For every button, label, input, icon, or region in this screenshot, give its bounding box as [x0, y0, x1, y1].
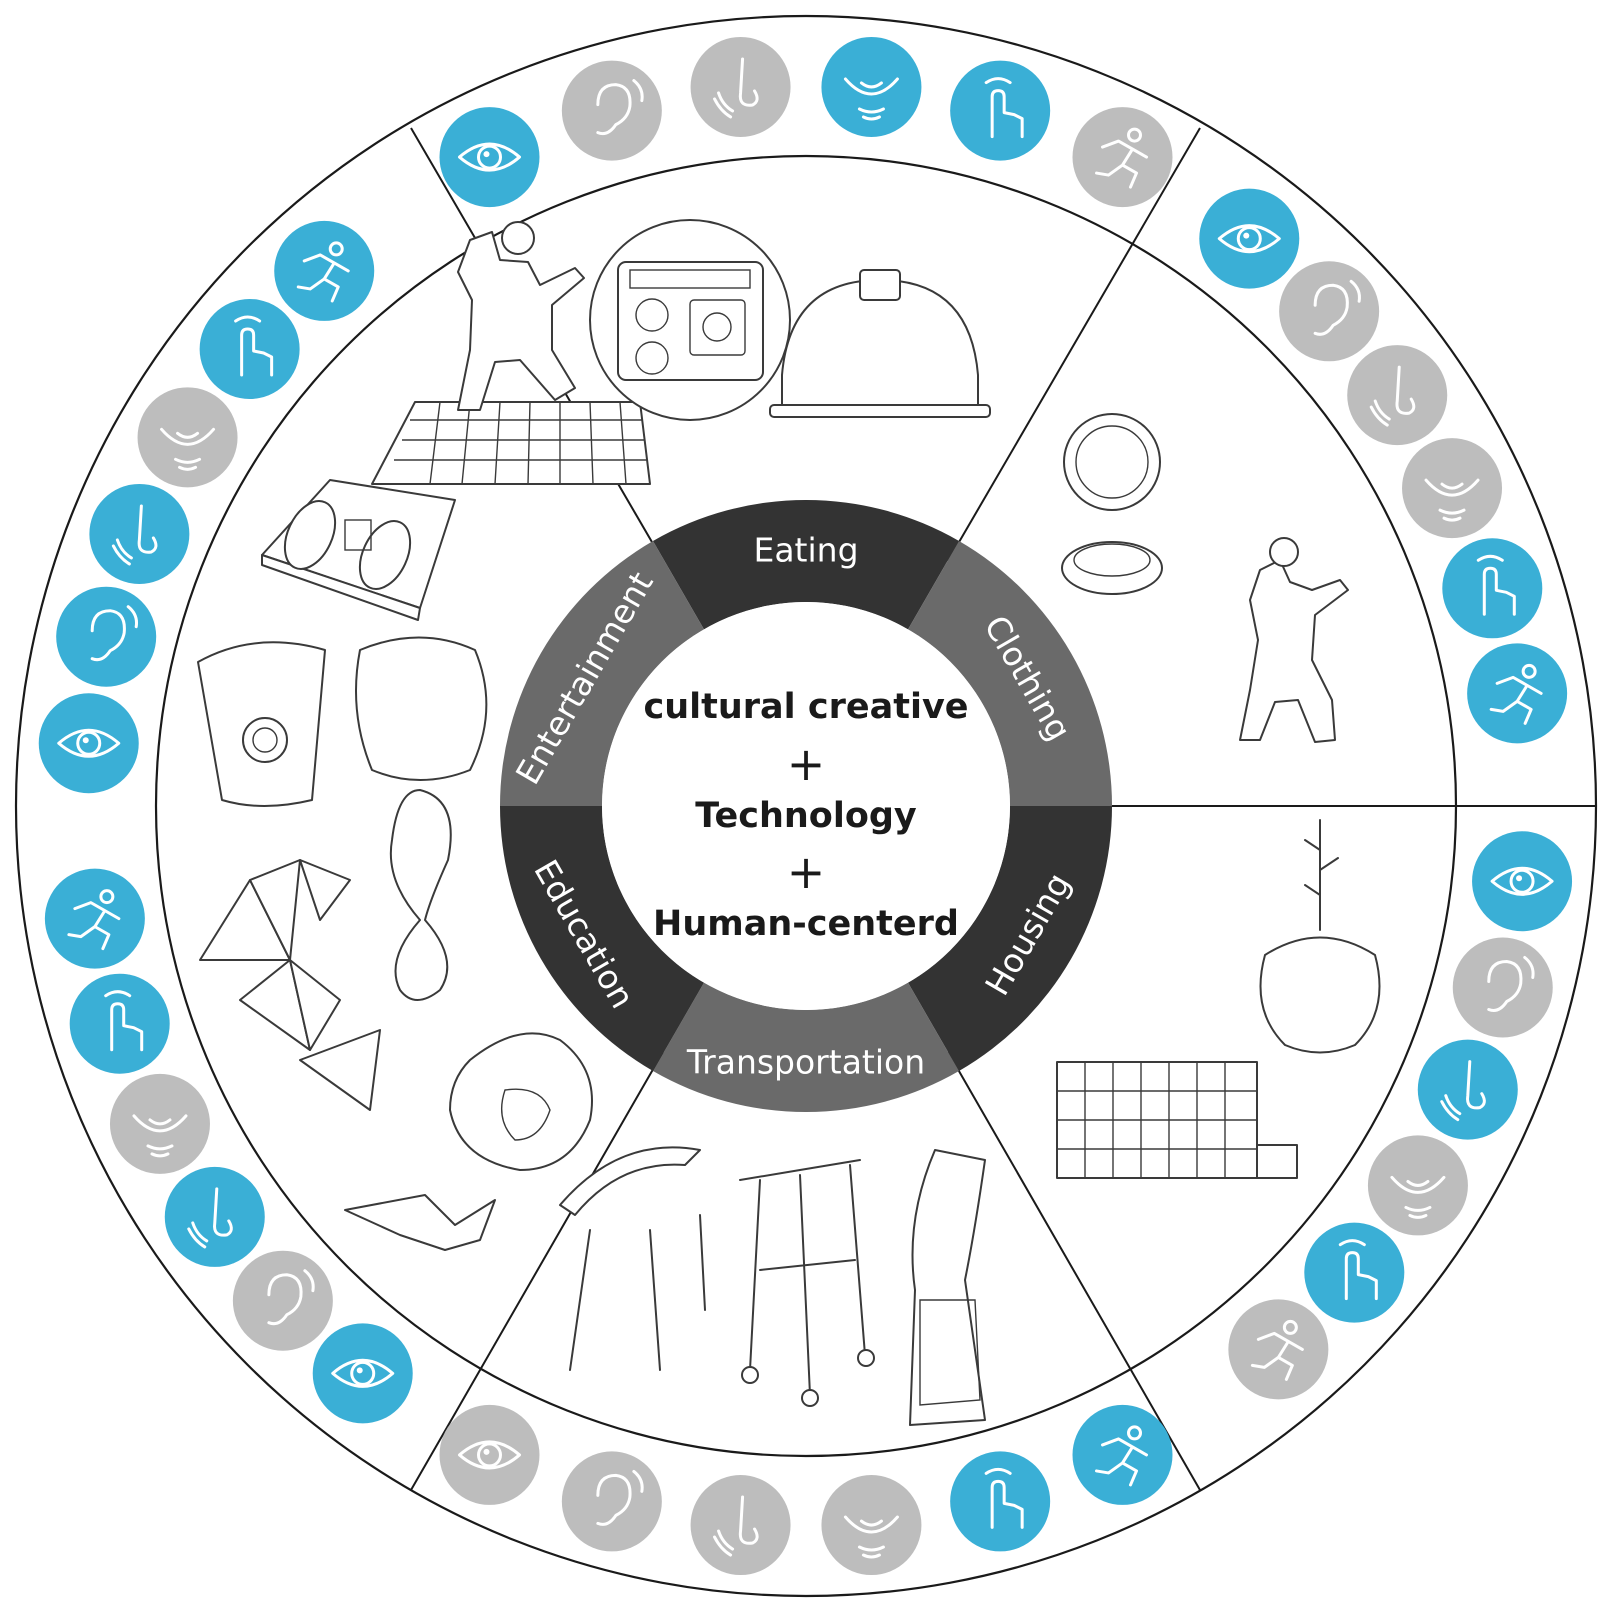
center-line-2: Technology [695, 796, 917, 836]
dancer-illustration [1239, 537, 1349, 743]
stool-illustration [559, 1146, 706, 1371]
center-plus-1: + [787, 737, 826, 791]
entertainment-eye-icon [38, 693, 139, 794]
housing-motion-icon [1228, 1299, 1329, 1400]
transportation-eye-icon [439, 1404, 540, 1505]
eating-ear-icon [561, 60, 662, 161]
clothing-mouth-icon [1402, 438, 1503, 539]
eating-nose-icon [690, 36, 791, 137]
entertainment-touch-icon [199, 298, 300, 399]
housing-mouth-icon [1367, 1135, 1468, 1236]
entertainment-motion-icon [274, 220, 375, 321]
sector-education [500, 806, 704, 1072]
label-eating: Eating [753, 531, 858, 570]
bag-illustration [909, 1149, 986, 1426]
clothing-touch-icon [1442, 538, 1543, 639]
eating-motion-icon [1072, 107, 1173, 208]
plant-pot-illustration [1259, 819, 1381, 1054]
eating-device-illustration [589, 219, 991, 421]
bracelet-illustration [1061, 413, 1163, 595]
education-ear-icon [232, 1250, 333, 1351]
entertainment-ear-icon [56, 586, 157, 687]
grid-panel-illustration [1056, 1061, 1298, 1179]
entertainment-mouth-icon [137, 387, 238, 488]
sector-eating [653, 499, 959, 630]
cup-device-illustration [197, 636, 488, 807]
divider-eating-clothing [947, 127, 1201, 562]
entertainment-nose-icon [89, 483, 190, 584]
education-touch-icon [69, 973, 170, 1074]
eating-eye-icon [439, 107, 540, 208]
clothing-nose-icon [1347, 345, 1448, 446]
triangle-blocks-illustration [199, 859, 381, 1111]
gear-ring-illustration [449, 1032, 593, 1171]
center-line-1: cultural creative [643, 687, 968, 727]
housing-touch-icon [1304, 1222, 1405, 1323]
education-eye-icon [312, 1323, 413, 1424]
housing-ear-icon [1452, 937, 1553, 1038]
clothing-ear-icon [1279, 261, 1380, 362]
eating-mouth-icon [821, 36, 922, 137]
transportation-touch-icon [950, 1451, 1051, 1552]
sector-transportation [653, 982, 959, 1112]
clothing-motion-icon [1467, 643, 1568, 744]
sector-entertainment [500, 540, 704, 806]
education-mouth-icon [109, 1073, 210, 1174]
education-motion-icon [44, 868, 145, 969]
transportation-nose-icon [690, 1475, 791, 1576]
tai-chi-mat-illustration [371, 221, 651, 485]
eating-touch-icon [950, 60, 1051, 161]
housing-eye-icon [1472, 831, 1573, 932]
sector-housing [908, 806, 1112, 1072]
figure-eight-toy-illustration [389, 789, 452, 1001]
label-transportation: Transportation [686, 1043, 925, 1082]
category-ring: EatingClothingHousingTransportationEduca… [500, 499, 1112, 1112]
transportation-ear-icon [561, 1451, 662, 1552]
center-plus-2: + [787, 845, 826, 899]
transportation-mouth-icon [821, 1475, 922, 1576]
paper-crane-illustration [344, 1194, 496, 1251]
sector-clothing [908, 540, 1112, 806]
center-circle [602, 602, 1010, 1010]
foot-scale-illustration [261, 479, 456, 621]
center-line-3: Human-centerd [653, 904, 959, 944]
divider-transportation-education [410, 1051, 664, 1491]
clothing-eye-icon [1199, 188, 1300, 289]
sensory-icons [38, 36, 1573, 1576]
center-text: cultural creative + Technology + Human-c… [643, 687, 968, 944]
education-nose-icon [164, 1166, 265, 1267]
housing-nose-icon [1417, 1039, 1518, 1140]
transportation-motion-icon [1072, 1404, 1173, 1505]
product-illustrations [197, 219, 1381, 1426]
divider-housing-transportation [947, 1051, 1201, 1491]
walker-illustration [739, 1159, 875, 1407]
